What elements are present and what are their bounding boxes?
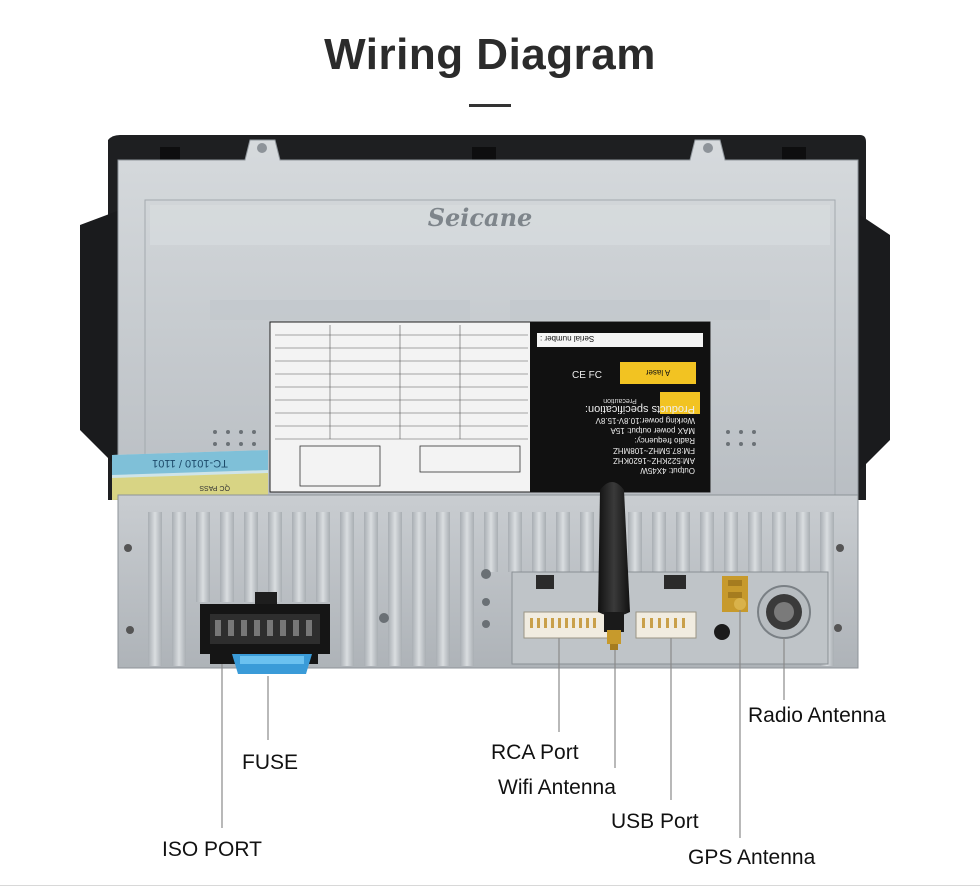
bottom-divider — [0, 885, 980, 886]
spec-label: Serial number : A laser CE FC Precaution… — [269, 321, 711, 493]
callout-radio-antenna: Radio Antenna — [748, 704, 886, 727]
wifi-antenna — [598, 482, 630, 650]
qc-tag-text: TC-1010 / 1101 — [152, 457, 228, 469]
iso-port-connector — [200, 592, 330, 664]
callout-usb-port: USB Port — [611, 810, 699, 833]
laser-warning: A laser — [645, 368, 670, 377]
brand-logo: Seicane — [428, 203, 533, 232]
spec-line-fm: FM:87.5MHZ~108MHZ — [613, 446, 695, 455]
qc-pass-text: QC PASS — [199, 484, 230, 491]
callout-iso-port: ISO PORT — [162, 838, 262, 861]
callout-wifi-antenna: Wifi Antenna — [498, 776, 616, 799]
page-title: Wiring Diagram — [324, 30, 656, 79]
caution-heading: Precaution — [603, 397, 637, 404]
spec-line-max: MAX power output: 15A — [610, 426, 695, 435]
gps-antenna-connector — [722, 576, 748, 612]
ce-fcc-marks: CE FC — [572, 370, 602, 381]
callout-fuse: FUSE — [242, 751, 299, 774]
spec-line-power: Working power:10.8V-15.8V — [595, 416, 695, 425]
title-underline — [469, 104, 511, 107]
radio-antenna-socket — [757, 585, 811, 639]
usb-port-connector — [635, 611, 697, 639]
spec-line-am: AM:522KHZ~1620KHZ — [613, 456, 695, 465]
mic-jack — [714, 624, 730, 640]
callout-gps-antenna: GPS Antenna — [688, 846, 816, 869]
qc-tag: TC-1010 / 1101 QC PASS — [112, 450, 268, 500]
serial-number-label: Serial number : — [540, 334, 594, 343]
spec-heading: Products specification: — [585, 403, 695, 415]
rca-port-connector — [523, 611, 611, 639]
spec-line-radio: Radio frequency: — [635, 436, 695, 445]
callout-rca-port: RCA Port — [491, 741, 579, 764]
spec-line-output: Output: 4X45W — [640, 466, 695, 475]
fuse-component — [232, 654, 312, 674]
